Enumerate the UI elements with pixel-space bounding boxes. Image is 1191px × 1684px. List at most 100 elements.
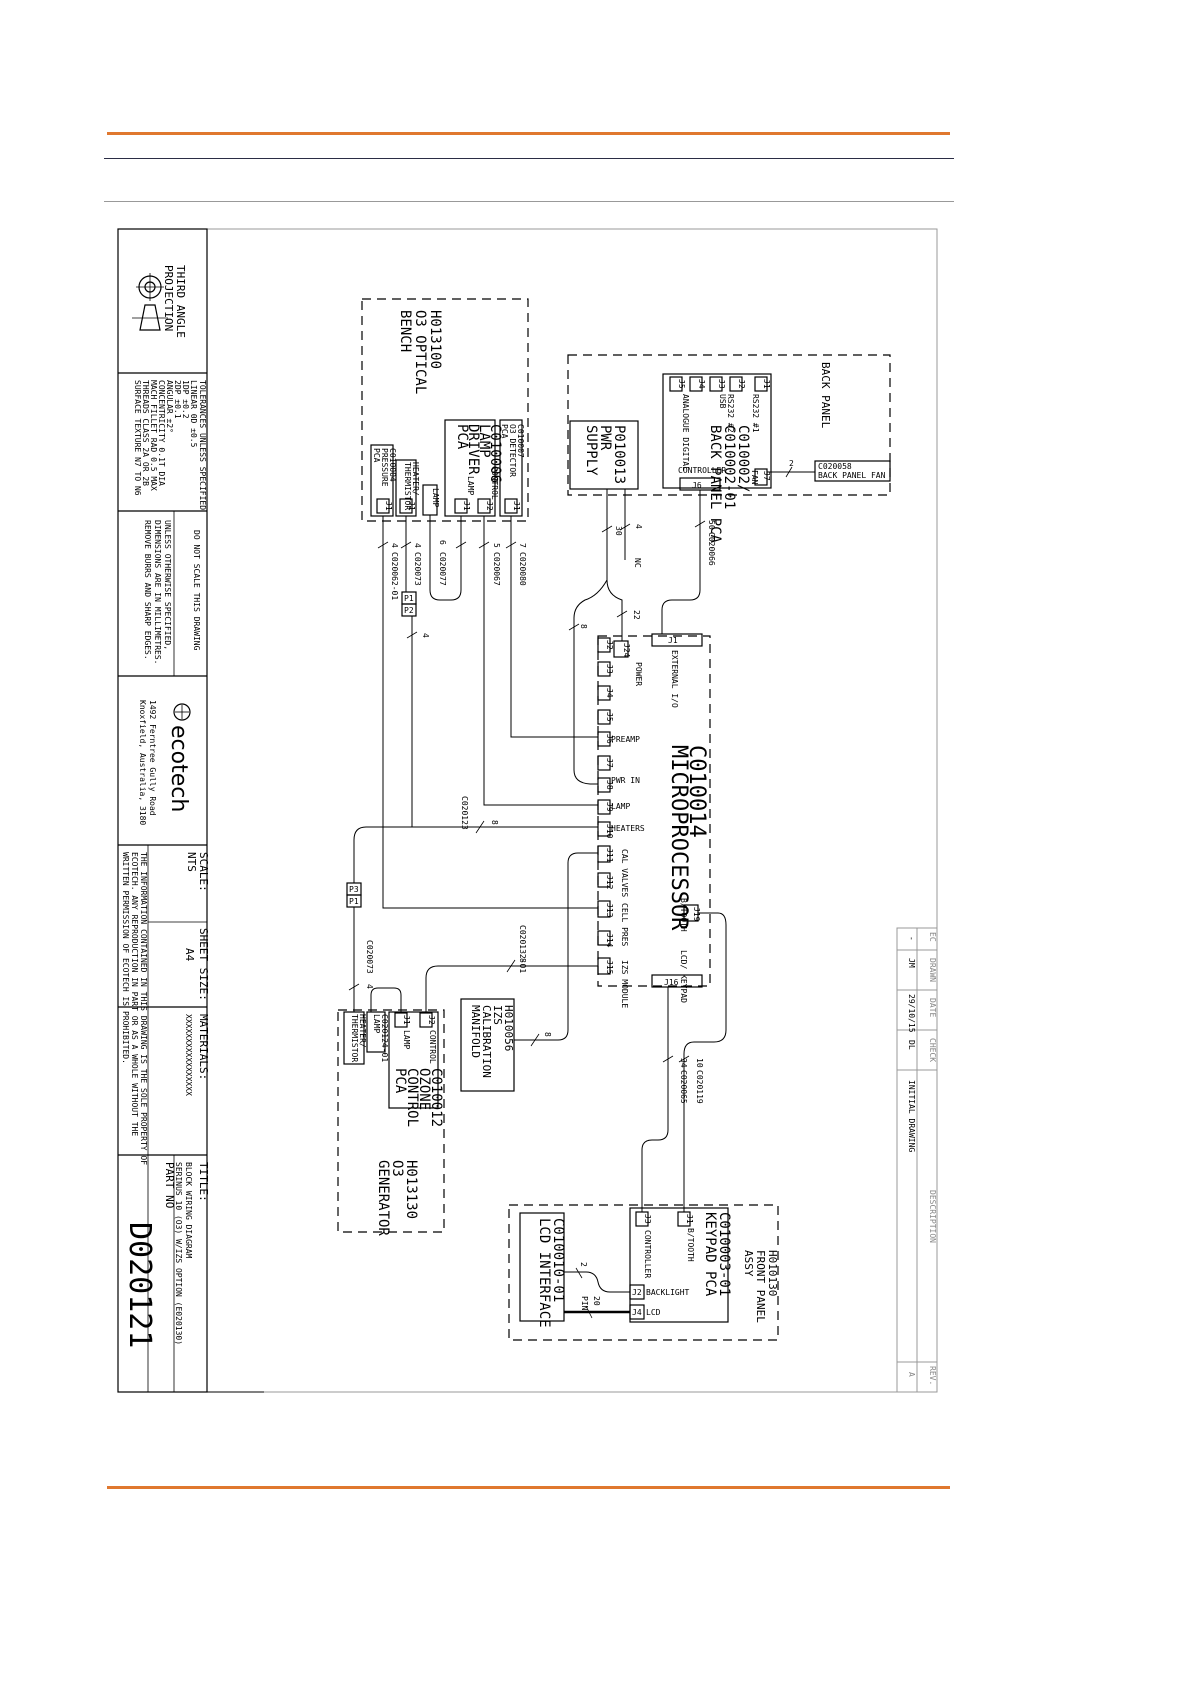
footer-accent-rule [107,1486,950,1489]
svg-text:2: 2 [789,459,794,468]
svg-text:A: A [907,1372,916,1377]
svg-text:-: - [907,936,916,941]
svg-text:KEYPAD PCA: KEYPAD PCA [702,1212,718,1297]
svg-text:MACH FILLET RAD 0.5 MAX: MACH FILLET RAD 0.5 MAX [149,380,158,491]
svg-text:J2: J2 [485,501,494,511]
header-grey-rule [104,201,954,202]
svg-text:CONTROL: CONTROL [404,1068,420,1127]
svg-text:BACKLIGHT: BACKLIGHT [646,1288,690,1297]
svg-text:THREADS CLASS 2A OR 2B: THREADS CLASS 2A OR 2B [141,380,150,486]
svg-text:PCA: PCA [392,1068,408,1094]
header-accent-rule [107,132,950,135]
svg-text:30: 30 [614,526,623,536]
svg-text:MICROPROCESSOR: MICROPROCESSOR [666,745,691,931]
tolerances-block: TOLERANCES UNLESS SPECIFIED LINEAR 0D ±0… [133,380,207,510]
svg-text:DRIVER: DRIVER [465,424,481,475]
generator-lamp [366,1011,386,1053]
back-panel-pca [662,373,772,489]
svg-text:5: 5 [492,543,501,548]
svg-text:J1: J1 [668,636,678,645]
svg-text:ANALOGUE DIGITAL: ANALOGUE DIGITAL [681,394,690,471]
svg-text:CONTROL: CONTROL [490,466,499,500]
svg-text:J8: J8 [605,780,614,790]
svg-text:H010130: H010130 [766,1250,779,1296]
company-name: ecotech [166,725,191,812]
svg-text:J6: J6 [605,734,614,744]
svg-text:RS232 #2: RS232 #2 [726,394,735,433]
svg-text:J4: J4 [605,688,614,698]
connector-p2 [401,603,417,617]
svg-text:4: 4 [634,524,643,529]
svg-text:J6: J6 [692,481,702,490]
svg-text:8: 8 [518,958,527,963]
svg-text:J24: J24 [622,643,631,658]
svg-text:C020080: C020080 [518,552,527,586]
materials-label: MATERIALS: [197,1014,210,1080]
svg-text:4: 4 [413,543,422,548]
svg-text:J3: J3 [717,379,726,389]
optical-bench-block: H013100 O3 OPTICAL BENCH C010007 O3 DETE… [361,298,529,522]
svg-text:PCA: PCA [500,424,509,439]
svg-text:REMOVE BURRS AND SHARP EDGES.: REMOVE BURRS AND SHARP EDGES. [143,520,152,660]
part-number: D020121 [122,1222,157,1348]
projection-line-1: THIRD ANGLE [174,265,187,338]
confidential-2: ECOTECH. ANY REPRODUCTION IN PART OR AS … [130,852,139,1136]
svg-text:C020077: C020077 [438,552,447,586]
svg-text:LCD INTERFACE: LCD INTERFACE [536,1218,552,1328]
svg-text:LAMP: LAMP [466,476,475,495]
svg-text:CONCENTRICITY 0.1T DIA: CONCENTRICITY 0.1T DIA [157,380,166,486]
revision-table: EC DRAWN DATE CHECK DESCRIPTION REV. - J… [896,927,938,1393]
svg-text:O3 DETECTOR: O3 DETECTOR [508,424,517,477]
svg-text:C020066: C020066 [707,532,716,566]
svg-text:PRESSURE: PRESSURE [380,448,389,487]
back-panel-block: BACK PANEL C010002/ C010002-01 BACK PANE… [567,354,891,544]
svg-text:22: 22 [632,610,641,620]
svg-text:J1: J1 [407,501,416,511]
ozone-control-pca [388,1011,439,1109]
svg-text:NC: NC [633,558,642,568]
scale-value: NTS [185,852,198,872]
svg-text:J1: J1 [384,501,393,511]
svg-text:C010002-01: C010002-01 [721,425,737,509]
svg-text:J1: J1 [762,379,771,389]
svg-text:8: 8 [490,820,499,825]
svg-text:LAMP: LAMP [611,802,630,811]
svg-text:4: 4 [390,543,399,548]
svg-text:J9: J9 [605,802,614,812]
svg-text:C020073: C020073 [413,552,422,586]
svg-text:10: 10 [695,1058,704,1068]
svg-text:C010003-01: C010003-01 [716,1212,732,1296]
svg-text:C020123: C020123 [460,796,469,830]
svg-text:PIN: PIN [580,1296,589,1311]
svg-text:J19: J19 [692,907,701,922]
svg-text:H010056: H010056 [502,1005,515,1051]
svg-text:20: 20 [592,1296,601,1306]
svg-text:J11: J11 [605,848,614,863]
svg-text:BACK PANEL: BACK PANEL [819,362,832,429]
confidential-1: THE INFORMATION CONTAINED IN THIS DRAWIN… [139,852,148,1165]
svg-text:PCA: PCA [454,424,470,450]
svg-text:TOLERANCES UNLESS SPECIFIED: TOLERANCES UNLESS SPECIFIED [198,380,207,510]
svg-text:BENCH: BENCH [397,310,413,352]
svg-text:J2: J2 [737,379,746,389]
dimension-notes: UNLESS OTHERWISE SPECIFIED, DIMENSIONS A… [143,520,172,665]
svg-text:LAMP: LAMP [372,1014,381,1033]
svg-text:J14: J14 [605,933,614,948]
scale-label: SCALE: [197,852,210,892]
do-not-scale: DO NOT SCALE THIS DRAWING [192,530,201,651]
svg-text:C020124-01: C020124-01 [380,1014,389,1062]
pressure-pca [370,444,394,517]
materials-value: XXXXXXXXXXXXXXXXX [184,1014,193,1096]
svg-text:PREAMP: PREAMP [611,735,640,744]
svg-text:CHECK: CHECK [928,1038,937,1062]
svg-text:7: 7 [518,543,527,548]
svg-text:O3 OPTICAL: O3 OPTICAL [412,310,428,394]
svg-text:J2: J2 [632,1288,642,1297]
svg-text:PCA: PCA [372,448,381,463]
svg-text:P1: P1 [349,897,359,906]
svg-text:8: 8 [579,624,588,629]
svg-text:2DP ±0.1: 2DP ±0.1 [173,380,182,419]
confidential-3: WRITTEN PERMISSION OF ECOTECH IS PROHIBI… [121,852,130,1064]
lcd-interface [519,1212,565,1322]
svg-text:HEATER/: HEATER/ [411,462,420,496]
